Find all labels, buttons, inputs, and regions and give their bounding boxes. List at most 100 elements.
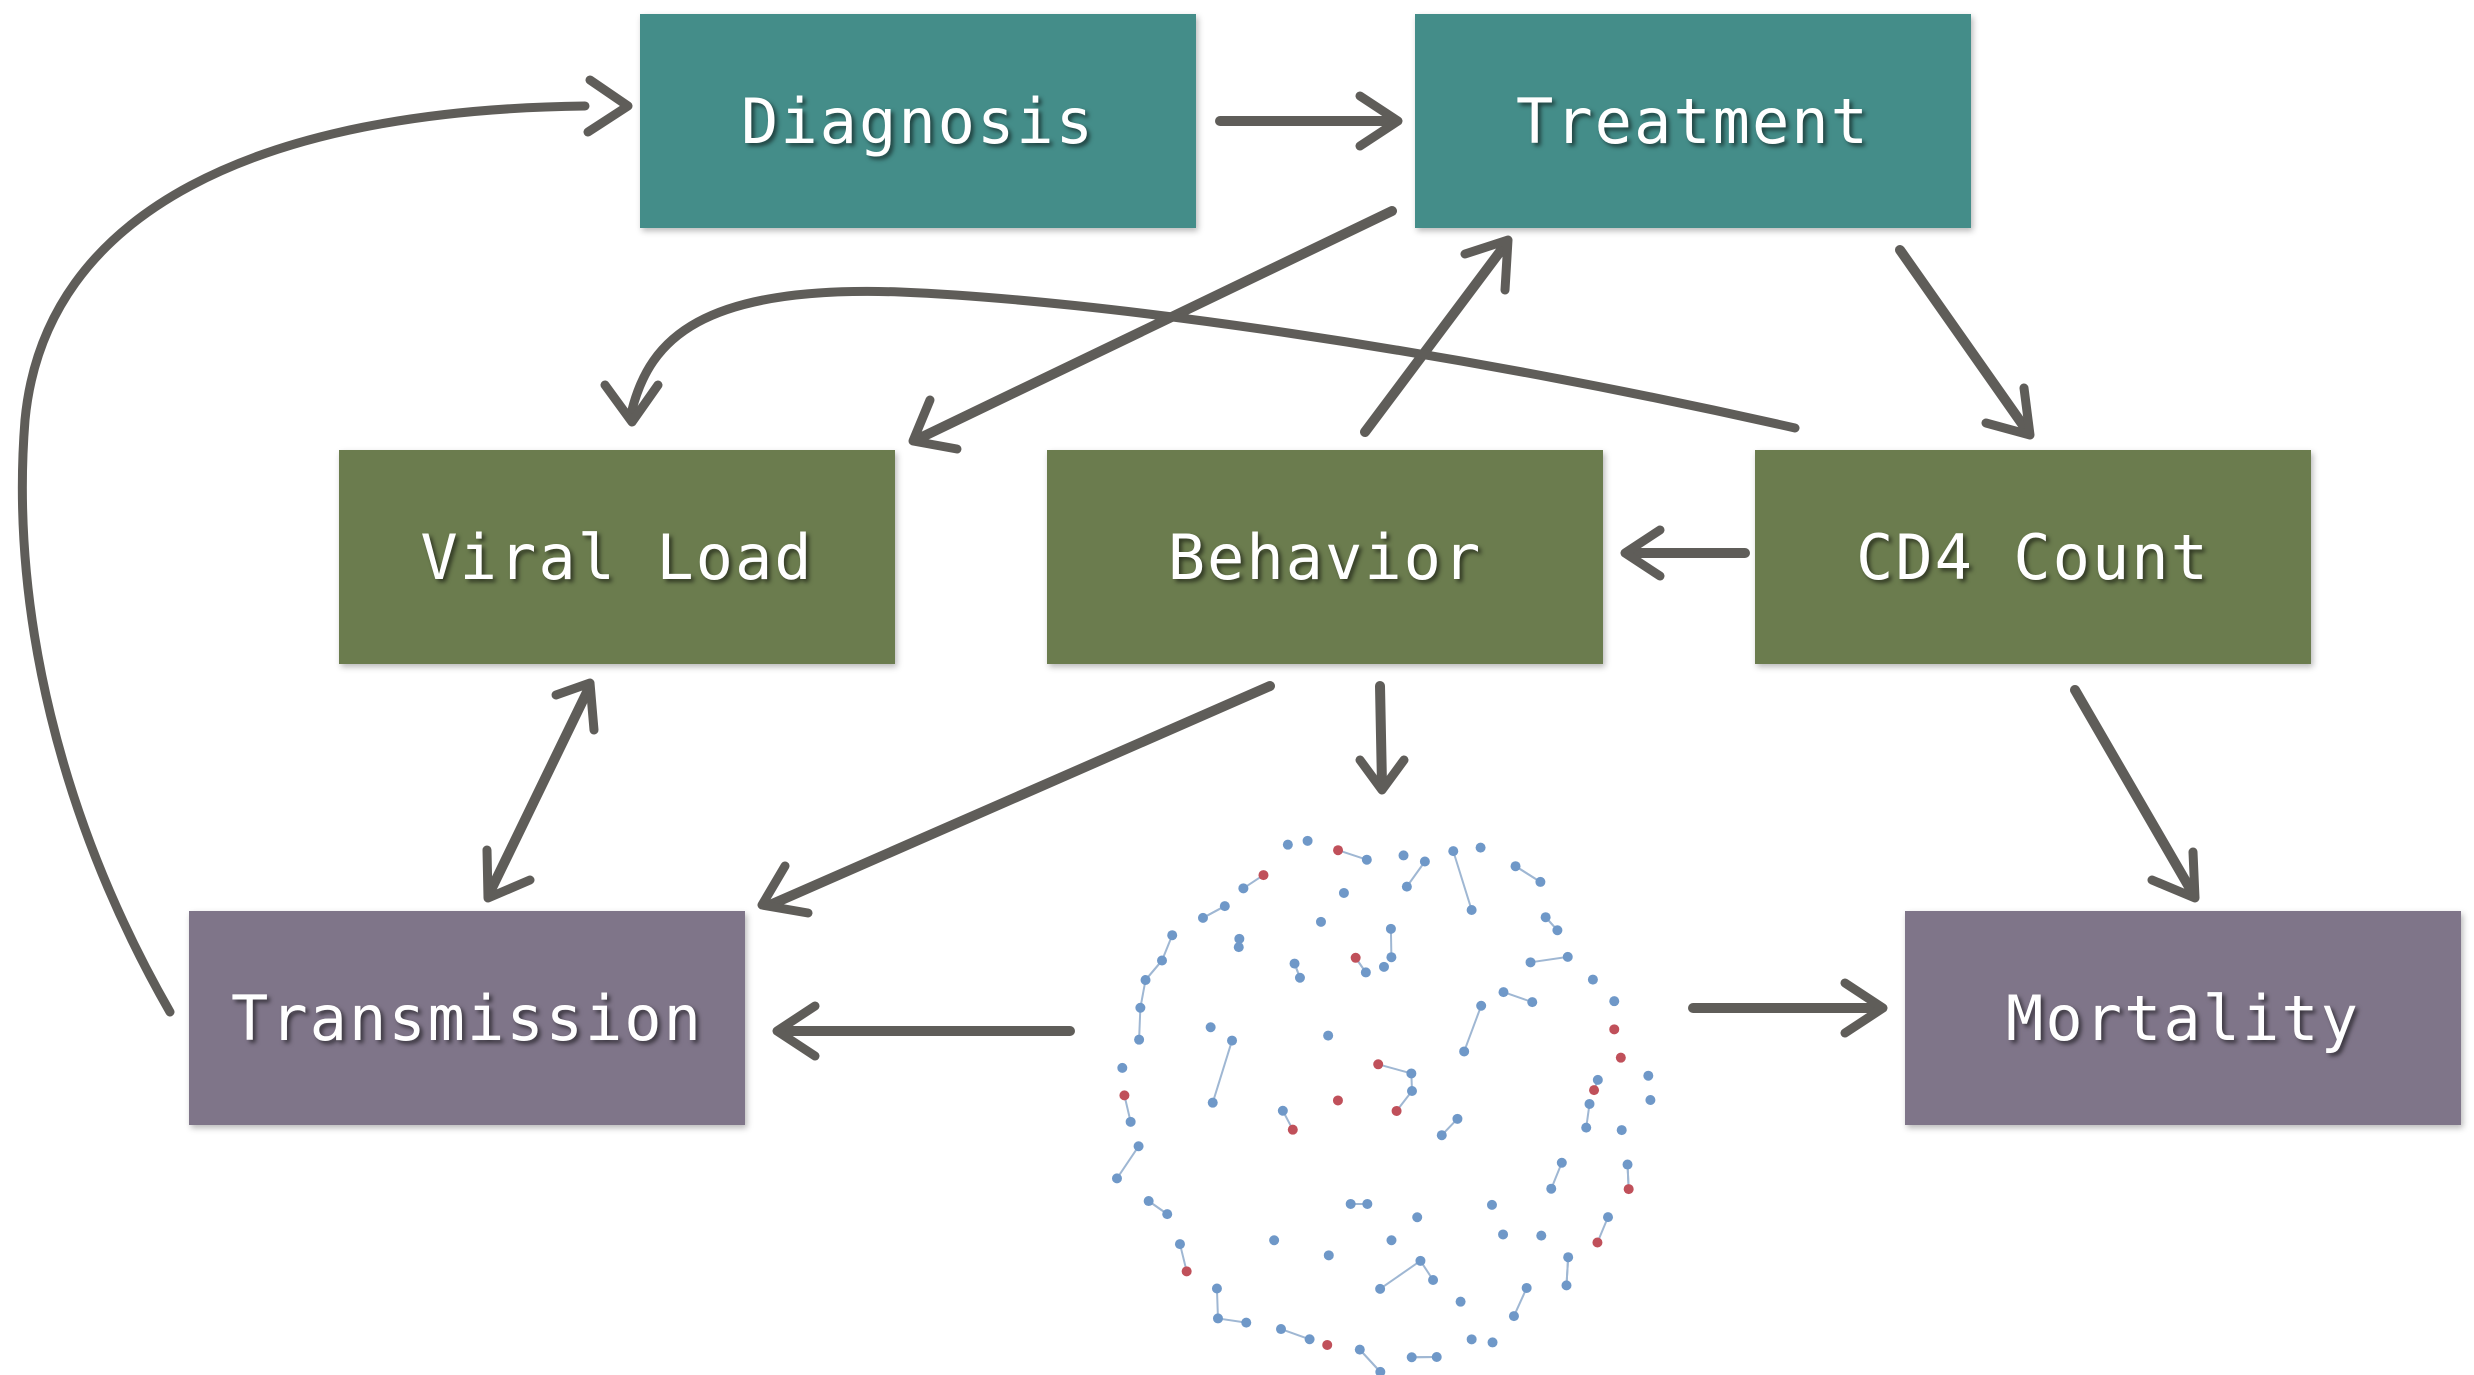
network-node <box>1117 1062 1128 1073</box>
arrowhead-icon <box>1355 91 1403 151</box>
arrowhead-icon <box>583 75 633 137</box>
arrow-behavior-treatment <box>1360 240 1510 437</box>
arrow-cd4-mortality <box>2070 685 2197 897</box>
network-node <box>1385 923 1396 934</box>
network-node <box>1466 904 1477 915</box>
network-node <box>1111 1173 1122 1184</box>
arrowhead-icon <box>2147 847 2200 903</box>
network-node <box>1386 1235 1397 1246</box>
network-edge <box>1138 1007 1142 1040</box>
cd4-count-node: CD4 Count <box>1755 450 2311 664</box>
network-edge <box>1280 1328 1310 1341</box>
network-node <box>1233 942 1244 953</box>
network-node <box>1289 958 1300 969</box>
network-node <box>1587 974 1598 985</box>
network-edge <box>1530 955 1568 964</box>
network-node <box>1134 1034 1145 1045</box>
arrow-transmission-diagnosis <box>17 101 590 1017</box>
network-node <box>1135 1002 1146 1013</box>
network-node <box>1197 912 1208 923</box>
network-edge <box>1379 1260 1422 1290</box>
network-edge <box>1211 1040 1233 1103</box>
arrow-treatment-cd4 <box>1895 245 2030 433</box>
network-node-infected <box>1589 1085 1600 1096</box>
diagnosis-label: Diagnosis <box>741 84 1095 158</box>
network-node <box>1133 1141 1144 1152</box>
network-node <box>1125 1116 1136 1127</box>
network-node <box>1536 1230 1547 1241</box>
network-node <box>1535 876 1546 887</box>
behavior-label: Behavior <box>1167 520 1483 594</box>
network-node <box>1227 1035 1238 1046</box>
network-node <box>1561 1280 1572 1291</box>
network-node <box>1452 1113 1463 1124</box>
network-edge <box>1337 849 1368 861</box>
network-node <box>1603 1212 1614 1223</box>
network-node <box>1282 839 1293 850</box>
network-node <box>1455 1296 1466 1307</box>
network-node <box>1436 1130 1447 1141</box>
network-node <box>1276 1324 1287 1335</box>
network-node-infected <box>1623 1184 1634 1195</box>
network-node <box>1294 972 1305 983</box>
network-node <box>1412 1212 1423 1223</box>
network-node <box>1546 1183 1557 1194</box>
arrowhead-icon <box>1460 235 1513 295</box>
network-node <box>1323 1030 1334 1041</box>
network-node <box>1269 1235 1280 1246</box>
network-node <box>1238 883 1249 894</box>
network-edge <box>1406 860 1426 888</box>
behavior-node: Behavior <box>1047 450 1603 664</box>
network-node-infected <box>1373 1059 1384 1070</box>
network-node <box>1375 1366 1386 1375</box>
viral-load-node: Viral Load <box>339 450 895 664</box>
mortality-label: Mortality <box>2006 981 2360 1055</box>
network-node <box>1345 1198 1356 1209</box>
network-node <box>1406 1352 1417 1363</box>
network-node <box>1510 861 1521 872</box>
network-node <box>1584 1098 1595 1109</box>
network-node <box>1459 1046 1470 1057</box>
arrow-behavior-network <box>1375 681 1387 790</box>
network-node <box>1428 1275 1439 1286</box>
network-node <box>1622 1159 1633 1170</box>
arrowhead-icon <box>1620 525 1665 581</box>
network-node <box>1616 1125 1627 1136</box>
network-node <box>1527 997 1538 1008</box>
network-node <box>1167 930 1178 941</box>
network-node <box>1525 957 1536 968</box>
network-node-infected <box>1350 952 1361 963</box>
transmission-label: Transmission <box>231 981 703 1055</box>
network-node <box>1563 1252 1574 1263</box>
network-node <box>1386 952 1397 963</box>
network-node <box>1466 1334 1477 1345</box>
network-node <box>1475 842 1486 853</box>
network-node <box>1521 1282 1532 1293</box>
network-node <box>1360 967 1371 978</box>
network-edge <box>1513 1287 1528 1317</box>
arrowhead-icon <box>1840 978 1888 1038</box>
network-node <box>1508 1311 1519 1322</box>
treatment-label: Treatment <box>1516 84 1870 158</box>
network-node <box>1211 1283 1222 1294</box>
network-node-infected <box>1287 1124 1298 1135</box>
network-node <box>1323 1250 1334 1261</box>
network-node <box>1609 996 1620 1007</box>
network-node <box>1498 1229 1509 1240</box>
network-node <box>1212 1313 1223 1324</box>
arrowhead-icon <box>551 678 599 735</box>
network-node <box>1304 1334 1315 1345</box>
network-node <box>1476 1000 1487 1011</box>
arrowhead-icon <box>482 845 535 903</box>
network-node <box>1487 1337 1498 1348</box>
viral-load-label: Viral Load <box>420 520 814 594</box>
network-node <box>1398 850 1409 861</box>
network-node <box>1338 887 1349 898</box>
network-node-infected <box>1609 1024 1620 1035</box>
network-node <box>1375 1283 1386 1294</box>
contact-network <box>1111 835 1656 1375</box>
network-node <box>1162 1209 1173 1220</box>
network-node-infected <box>1258 870 1269 881</box>
network-node <box>1419 856 1430 867</box>
